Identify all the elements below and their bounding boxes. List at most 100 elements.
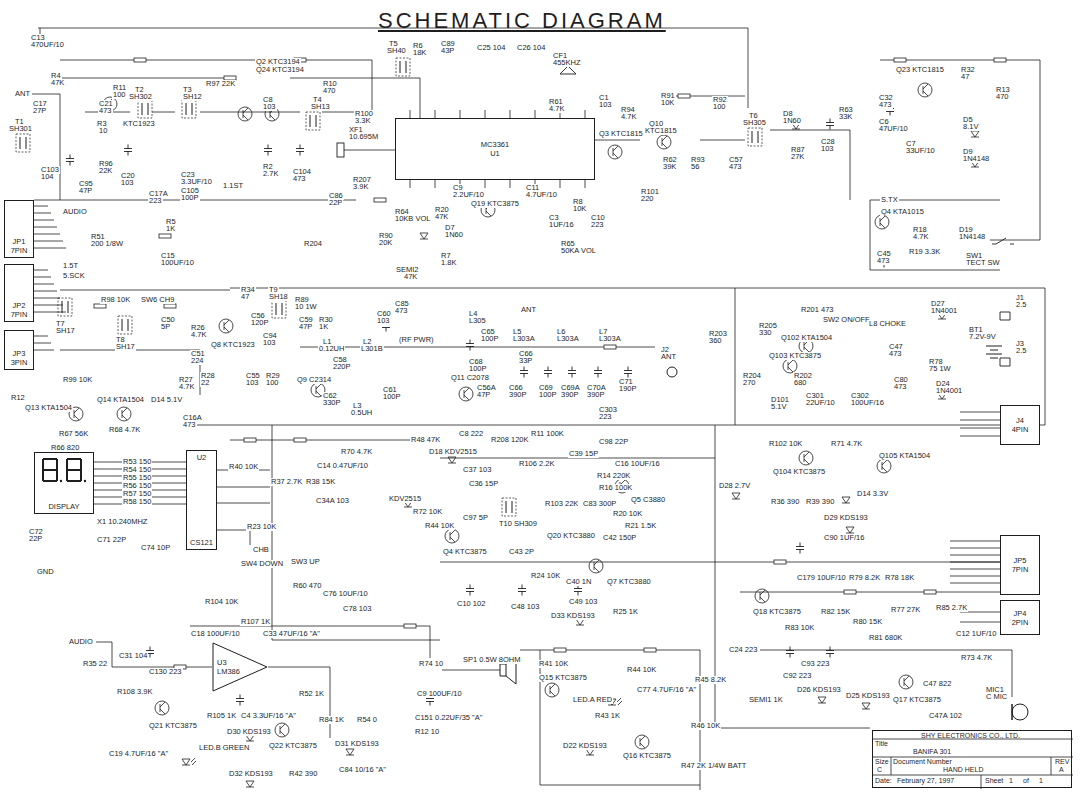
microphone-plate: [1011, 704, 1013, 720]
node-text: U2: [197, 453, 207, 462]
capacitor-label: C33 47UF/16 "A": [262, 630, 321, 638]
capacitor-label: C151 0.22UF/35 "A": [414, 714, 483, 722]
capacitor-label: C83 300P: [582, 500, 617, 508]
wire: [60, 60, 372, 118]
wire: [34, 220, 54, 221]
resistor-label: R39 390: [805, 498, 835, 506]
value-label: SH40: [386, 47, 407, 55]
capacitor-label: C19 4.7UF/16 "A": [108, 750, 169, 758]
value-label: 100P: [480, 335, 500, 343]
diode-symbol: [448, 457, 456, 463]
value-label: 223: [148, 197, 163, 205]
diode-symbol: [346, 749, 354, 755]
ic-box: MC3361U1: [395, 118, 595, 180]
capacitor-symbol: [66, 155, 74, 166]
capacitor-label: C36 15P: [468, 480, 499, 488]
capacitor-symbol: [624, 367, 632, 378]
transformer-can: [182, 100, 196, 118]
transistor-symbol: [755, 589, 769, 603]
value-label: 190P: [618, 385, 638, 393]
transformer-symbol: [16, 134, 30, 152]
resistor-label: R44 10K: [424, 522, 455, 530]
value-label: 27K: [790, 153, 805, 161]
value-label: 100P: [538, 391, 558, 399]
diode-label: D33 KDS193: [550, 612, 596, 620]
resistor-label: R78 18K: [884, 574, 915, 582]
value-label: ANT: [660, 353, 677, 361]
transformer-coil: [752, 131, 758, 143]
opamp-triangle: [213, 643, 267, 691]
node-text: A: [1059, 766, 1064, 774]
resistor-label: R58 150: [122, 498, 152, 506]
transistor-body: [219, 319, 233, 333]
ic-box: U2CS121: [186, 450, 217, 550]
value-label: 100: [265, 379, 280, 387]
transistor-symbol: [899, 675, 913, 689]
sheet-title: SCHEMATIC DIAGRAM: [378, 8, 666, 34]
value-label: 100P: [180, 194, 200, 202]
value-label: C MIC: [985, 693, 1008, 701]
transistor-leads: [640, 736, 645, 748]
transformer-coil: [506, 501, 512, 513]
value-label: ANT: [520, 306, 537, 314]
resistor-label: R80 15K: [852, 618, 883, 626]
value-label: SEMI1 1K: [748, 696, 784, 704]
wire: [435, 110, 436, 118]
led-symbol: [182, 758, 196, 765]
value-label: 470UF/10: [30, 41, 65, 49]
transistor-body: [589, 559, 603, 573]
capacitor-label: C92 223: [782, 672, 812, 680]
wire: [735, 288, 736, 425]
value-label: KDV2515: [388, 495, 422, 503]
value-label: 0.5UH: [350, 409, 373, 417]
transformer-symbol: [748, 128, 762, 146]
wire: [96, 642, 212, 667]
capacitor-label: C34A 103: [315, 497, 350, 505]
wire: [442, 670, 500, 671]
transistor-body: [657, 135, 671, 149]
node-text: DISPLAY: [48, 502, 79, 511]
diode-symbol: [818, 697, 826, 703]
resistor-symbol: [294, 438, 306, 442]
transformer-coil: [62, 301, 68, 313]
value-label: 39K: [662, 163, 677, 171]
capacitor-symbol: [544, 367, 552, 378]
transistor-label: Q2 KTC3194: [255, 58, 301, 66]
component-symbols: [16, 58, 1028, 787]
transistor-leads: [280, 724, 285, 736]
transistor-label: Q17 KTC3875: [892, 696, 942, 704]
transistor-body: [799, 451, 813, 465]
resistor-label: R24 10K: [530, 572, 561, 580]
value-label: 22: [200, 379, 210, 387]
node-text: SHY ELECTRONICS CO., LTD.: [921, 732, 1020, 740]
value-label: 47P: [298, 323, 313, 331]
wire: [520, 650, 700, 651]
value-label: 470: [322, 87, 337, 95]
capacitor-label: C130 223: [148, 668, 183, 676]
wire: [60, 290, 230, 291]
value-label: SW4 DOWN: [240, 560, 284, 568]
value-label: 270: [742, 379, 757, 387]
transformer-coil: [20, 137, 26, 149]
value-label: X1 10.240MHZ: [96, 518, 148, 526]
diode-label: D14 3.3V: [856, 490, 889, 498]
value-label: 473: [876, 257, 891, 265]
transistor-label: Q8 KTC1923: [210, 341, 256, 349]
value-label: 103: [376, 317, 391, 325]
resistor-symbol: [994, 58, 1006, 62]
value-label: 390P: [586, 391, 606, 399]
wire: [960, 420, 1000, 421]
node-text: JP4: [1014, 609, 1027, 618]
value-label: 5.1V: [770, 403, 787, 411]
transistor-label: Q23 KTC1815: [895, 66, 945, 74]
wire: [950, 555, 1000, 556]
value-label: 22K: [98, 167, 113, 175]
wire: [34, 213, 51, 214]
node-text: MC3361: [481, 140, 509, 149]
wire: [535, 110, 536, 118]
resistor-label: R38 15K: [305, 478, 336, 486]
wire: [960, 436, 1000, 437]
transistor-symbol: [799, 451, 813, 465]
transistor-symbol: [918, 83, 932, 97]
connector-header: JP17PIN: [4, 200, 34, 258]
